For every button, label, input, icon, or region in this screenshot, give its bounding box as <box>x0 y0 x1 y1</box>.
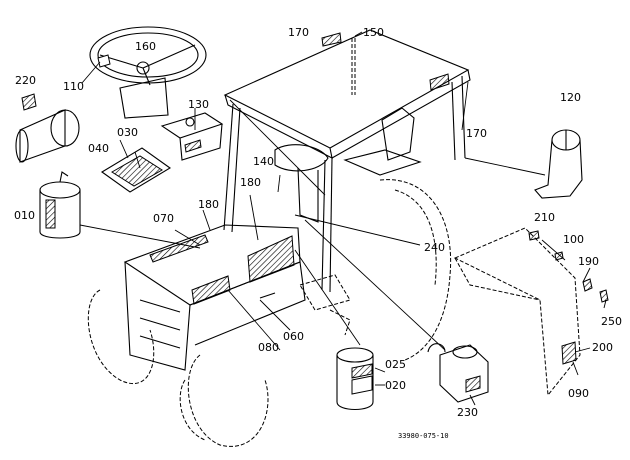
rops-frame <box>223 29 471 293</box>
callout-250: 250 <box>601 315 622 328</box>
operator-seat <box>343 107 422 176</box>
fender-decals <box>321 32 609 365</box>
panel-030-040 <box>100 147 172 193</box>
callout-210: 210 <box>534 211 555 224</box>
front-wheels <box>87 289 269 447</box>
step-assembly <box>299 274 351 336</box>
callout-030: 030 <box>117 126 138 139</box>
callout-230: 230 <box>457 406 478 419</box>
steering-column <box>274 144 329 223</box>
callout-150: 150 <box>363 26 384 39</box>
callout-labels: 170 150 160 220 110 130 030 040 120 170 … <box>14 26 622 440</box>
drawing-code: 33980-075-10 <box>398 432 449 440</box>
leader-lines <box>79 31 607 406</box>
filter-020-025 <box>336 347 374 411</box>
callout-220: 220 <box>15 74 36 87</box>
callout-060: 060 <box>283 330 304 343</box>
callout-020: 020 <box>385 379 406 392</box>
callout-170-frame: 170 <box>466 127 487 140</box>
part-120 <box>534 129 583 199</box>
part-230 <box>427 343 489 403</box>
callout-090: 090 <box>568 387 589 400</box>
callout-100: 100 <box>563 233 584 246</box>
callout-200: 200 <box>592 341 613 354</box>
hood <box>123 224 306 371</box>
callout-180-panel: 180 <box>198 198 219 211</box>
callout-240: 240 <box>424 241 445 254</box>
part-220 <box>15 93 80 163</box>
callout-130: 130 <box>188 98 209 111</box>
callout-110: 110 <box>63 80 84 93</box>
callout-180-hood: 180 <box>240 176 261 189</box>
callout-140: 140 <box>253 155 274 168</box>
callout-010: 010 <box>14 209 35 222</box>
callout-160: 160 <box>135 40 156 53</box>
steering-wheel <box>89 26 207 119</box>
callout-080: 080 <box>258 341 279 354</box>
callout-170-roof: 170 <box>288 26 309 39</box>
part-010 <box>39 171 81 239</box>
callout-040: 040 <box>88 142 109 155</box>
callout-070: 070 <box>153 212 174 225</box>
rear-fender <box>453 227 581 397</box>
callout-190: 190 <box>578 255 599 268</box>
callout-025: 025 <box>385 358 406 371</box>
rear-wheel <box>379 179 452 361</box>
callout-120: 120 <box>560 91 581 104</box>
panel-130 <box>160 112 224 161</box>
